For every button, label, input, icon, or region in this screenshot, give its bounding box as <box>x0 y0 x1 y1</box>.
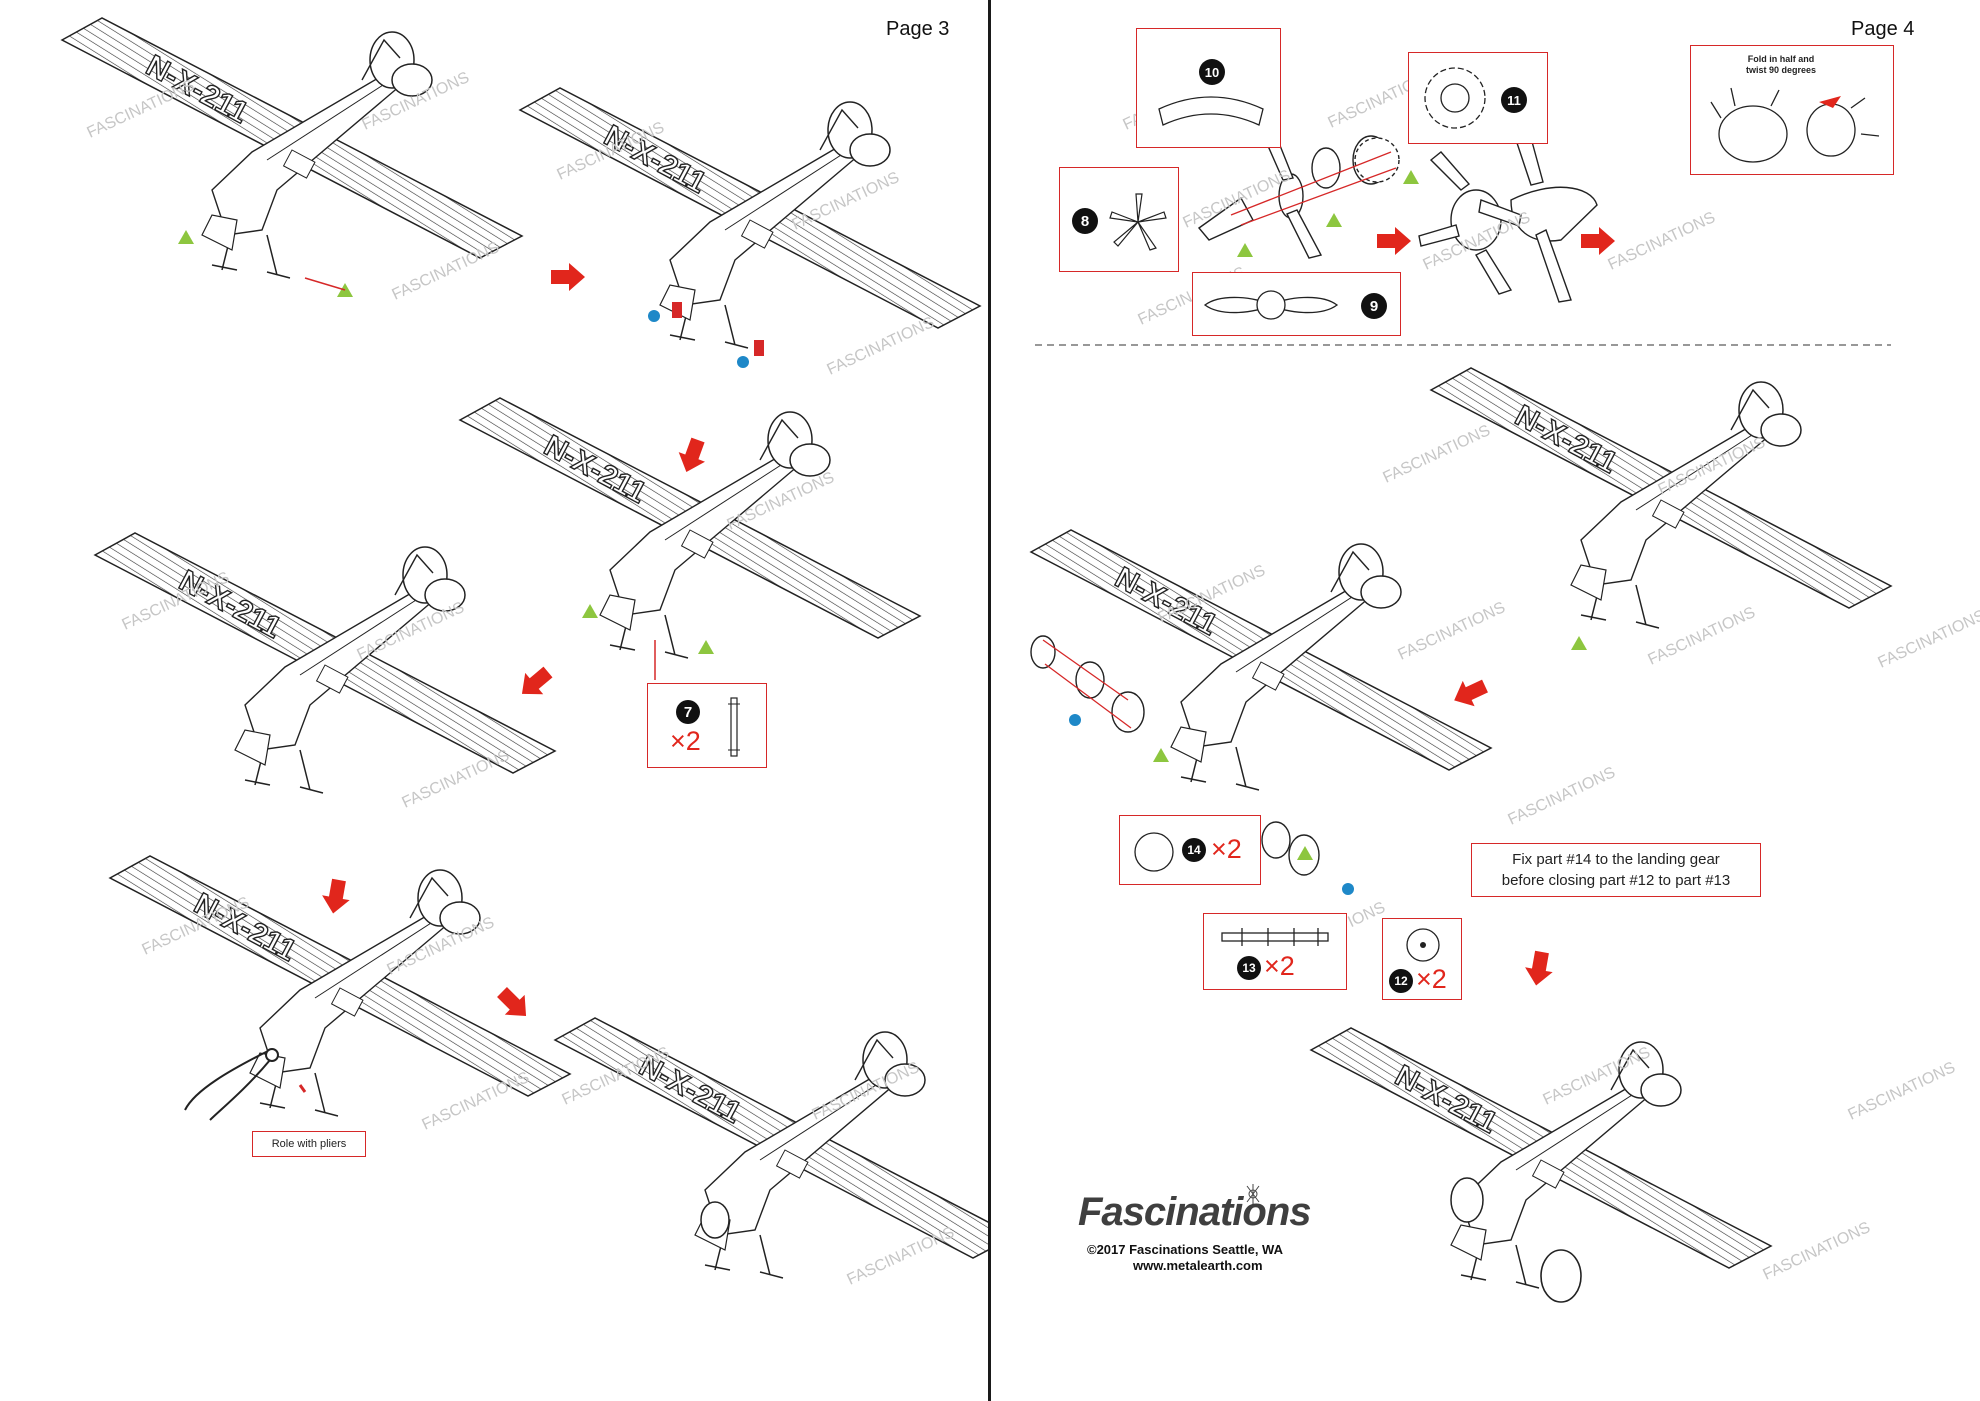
watermark: FASCINATIONS <box>1876 607 1980 672</box>
watermark: FASCINATIONS <box>1761 1219 1873 1284</box>
copyright: ©2017 Fascinations Seattle, WA <box>1087 1242 1283 1257</box>
watermark: FASCINATIONS <box>1396 599 1508 664</box>
watermark: FASCINATIONS <box>825 314 937 379</box>
triangle-marker <box>1153 748 1169 762</box>
watermark: FASCINATIONS <box>1506 764 1618 829</box>
callout-part-14: 14 ×2 <box>1119 815 1261 885</box>
callout-part-7: 7 ×2 <box>647 683 767 768</box>
callout-part-10: 10 <box>1136 28 1281 148</box>
note-line-2: before closing part #12 to part #13 <box>1501 872 1731 889</box>
callout-part-13: 13 ×2 <box>1203 913 1347 990</box>
page-3-illustrations: FASCINATIONS FASCINATIONS FASCINATIONS F… <box>61 17 988 1289</box>
part-number-badge: 7 <box>676 700 700 724</box>
callout-note: Fix part #14 to the landing gear before … <box>1471 843 1761 897</box>
dot-marker <box>648 310 660 322</box>
plane-step-1 <box>61 17 523 279</box>
fold-instruction-line-2: twist 90 degrees <box>1745 65 1817 75</box>
part-number-badge: 13 <box>1237 956 1261 980</box>
triangle-marker <box>1326 213 1342 227</box>
arrow-down-right <box>492 982 536 1026</box>
arrow-down <box>319 877 353 916</box>
website: www.metalearth.com <box>1133 1258 1263 1273</box>
page-spine <box>988 0 991 1401</box>
quantity-label: ×2 <box>1264 951 1295 981</box>
triangle-marker <box>1297 846 1313 860</box>
callout-part-9: 9 <box>1192 272 1401 336</box>
plane-step-4 <box>94 532 556 794</box>
pliers-instruction: Role with pliers <box>271 1138 347 1150</box>
part-11-icon <box>1424 67 1486 129</box>
arrow-right <box>1377 227 1411 255</box>
plane-step-3 <box>459 397 921 659</box>
watermark: FASCINATIONS <box>1606 209 1718 274</box>
fold-instruction-line-1: Fold in half and <box>1747 54 1815 64</box>
fold-diagram-icon <box>1710 87 1880 163</box>
quantity-label: ×2 <box>670 726 701 756</box>
arrow-left-down <box>1448 673 1491 714</box>
quantity-label: ×2 <box>1211 834 1242 864</box>
quantity-label: ×2 <box>1416 964 1447 994</box>
plane-step-2 <box>519 87 981 349</box>
callout-part-12: 12 ×2 <box>1382 918 1462 1000</box>
part-13-icon <box>1221 928 1329 946</box>
dot-marker <box>1069 714 1081 726</box>
page-4-illustrations: FASCINATIONS FASCINATIONS FASCINATIONS F… <box>1030 67 1980 1303</box>
triangle-marker <box>1571 636 1587 650</box>
watermark: FASCINATIONS <box>1656 434 1768 499</box>
triangle-marker <box>1403 170 1419 184</box>
triangle-marker <box>582 604 598 618</box>
triangle-marker <box>1237 243 1253 257</box>
watermark: FASCINATIONS <box>1846 1059 1958 1124</box>
arrow-right <box>551 263 585 291</box>
part-14-icon <box>1134 832 1174 872</box>
part-number-badge: 14 <box>1182 838 1206 862</box>
logo-emblem-icon <box>1246 1184 1260 1204</box>
brand-logo: Fascinations <box>1078 1190 1312 1234</box>
part-number-badge: 10 <box>1199 59 1225 85</box>
part-number-badge: 12 <box>1389 969 1413 993</box>
callout-part-11: 11 <box>1408 52 1548 144</box>
arrow-down <box>1522 949 1556 988</box>
watermark: FASCINATIONS <box>85 77 197 142</box>
callout-fold: Fold in half and twist 90 degrees <box>1690 45 1894 175</box>
part-number-badge: 8 <box>1072 208 1098 234</box>
plane-final <box>1310 1027 1772 1289</box>
part-8-icon <box>1109 193 1167 251</box>
part-10-icon <box>1158 96 1264 126</box>
dot-marker <box>737 356 749 368</box>
part-12-icon <box>1406 928 1440 962</box>
arrow-right <box>1581 227 1615 255</box>
note-line-1: Fix part #14 to the landing gear <box>1512 851 1720 868</box>
watermark: FASCINATIONS <box>845 1224 957 1289</box>
triangle-marker <box>178 230 194 244</box>
part-number-badge: 9 <box>1361 293 1387 319</box>
page-4: Page 4 <box>991 0 1980 1401</box>
propeller-step-3 <box>1478 137 1598 303</box>
callout-part-8: 8 <box>1059 167 1179 272</box>
watermark: FASCINATIONS <box>390 239 502 304</box>
callout-pliers: Role with pliers <box>252 1131 366 1157</box>
page-number: Page 3 <box>886 18 950 40</box>
watermark: FASCINATIONS <box>1646 604 1758 669</box>
part-9-icon <box>1203 290 1339 320</box>
arrow-down <box>673 435 712 477</box>
part-7-icon <box>728 697 740 757</box>
dot-marker <box>1342 883 1354 895</box>
watermark: FASCINATIONS <box>1381 422 1493 487</box>
pliers-icon <box>184 1048 279 1121</box>
part-number-badge: 11 <box>1501 87 1527 113</box>
arrow-left-down <box>512 661 557 705</box>
triangle-marker <box>698 640 714 654</box>
watermark: FASCINATIONS <box>420 1069 532 1134</box>
watermark: FASCINATIONS <box>400 747 512 812</box>
plane-step-a <box>1430 367 1892 629</box>
page-3: Page 3 <box>0 0 988 1401</box>
page-number: Page 4 <box>1851 18 1915 40</box>
